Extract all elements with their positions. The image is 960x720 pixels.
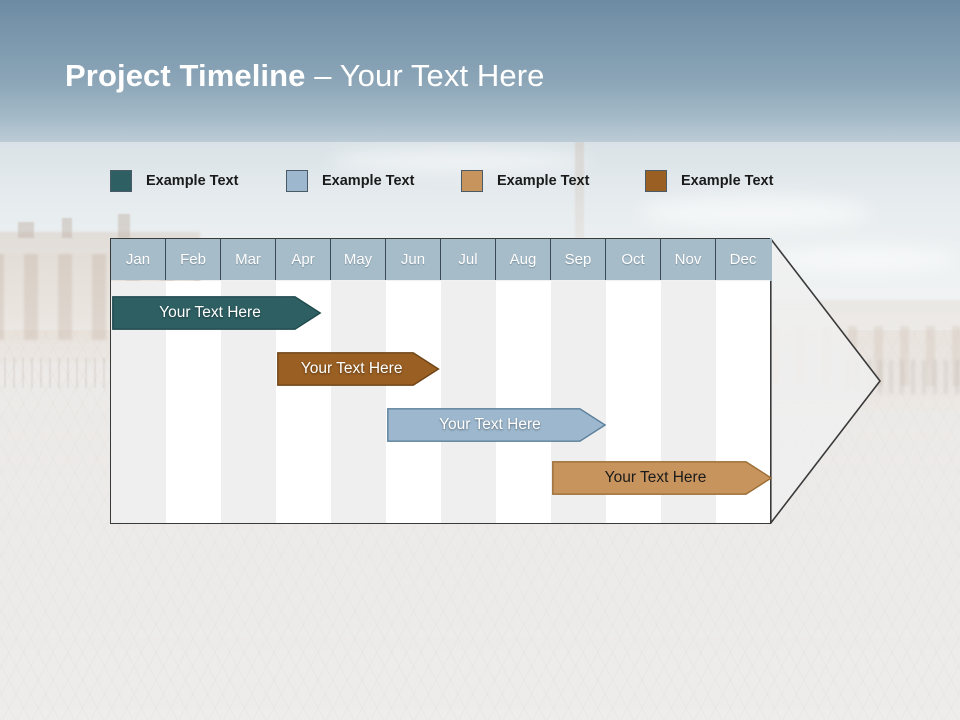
month-header-may[interactable]: May — [331, 239, 386, 280]
page-title: Project Timeline – Your Text Here — [65, 58, 544, 94]
legend-item: Example Text — [645, 169, 773, 193]
legend-swatch — [286, 170, 308, 192]
grid-column-may — [331, 281, 386, 523]
legend-label: Example Text — [497, 173, 590, 189]
task-bar-shape — [552, 461, 773, 495]
timeline-arrowhead — [770, 238, 882, 524]
month-header-jan[interactable]: Jan — [111, 239, 166, 280]
legend-item: Example Text — [286, 169, 414, 193]
month-header-sep[interactable]: Sep — [551, 239, 606, 280]
month-header-jul[interactable]: Jul — [441, 239, 496, 280]
month-header-dec[interactable]: Dec — [716, 239, 771, 280]
legend-label: Example Text — [322, 173, 415, 189]
page-title-bold: Project Timeline — [65, 58, 306, 93]
grid-column-jun — [386, 281, 441, 523]
title-banner — [0, 0, 960, 142]
page-title-rest: – Your Text Here — [305, 58, 545, 93]
month-header-oct[interactable]: Oct — [606, 239, 661, 280]
legend-swatch — [645, 170, 667, 192]
task-bar-shape — [387, 408, 607, 442]
month-header-jun[interactable]: Jun — [386, 239, 441, 280]
month-header-aug[interactable]: Aug — [496, 239, 551, 280]
legend-label: Example Text — [146, 173, 239, 189]
grid-column-jul — [441, 281, 496, 523]
legend-swatch — [461, 170, 483, 192]
month-header-mar[interactable]: Mar — [221, 239, 276, 280]
grid-column-aug — [496, 281, 551, 523]
legend-label: Example Text — [681, 173, 774, 189]
legend-item: Example Text — [110, 169, 238, 193]
month-header-apr[interactable]: Apr — [276, 239, 331, 280]
legend-item: Example Text — [461, 169, 589, 193]
task-bar-shape — [112, 296, 322, 330]
month-header-feb[interactable]: Feb — [166, 239, 221, 280]
legend: Example Text Example Text Example Text Exam… — [110, 169, 810, 195]
legend-swatch — [110, 170, 132, 192]
task-bar-shape — [277, 352, 440, 386]
month-header-nov[interactable]: Nov — [661, 239, 716, 280]
